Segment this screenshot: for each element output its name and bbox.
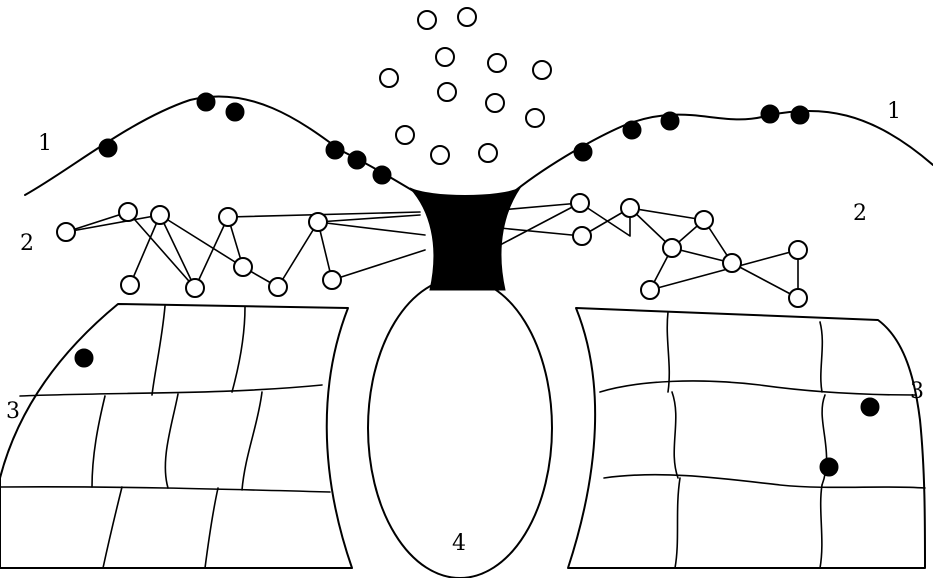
right-block-col-line — [667, 312, 669, 392]
filled-dot — [226, 103, 244, 121]
open-circle — [418, 11, 436, 29]
network-node — [309, 213, 327, 231]
label-1-left: 1 — [38, 131, 52, 156]
right-block-row-line — [600, 381, 915, 395]
open-circle — [396, 126, 414, 144]
label-3-right: 3 — [910, 379, 924, 404]
network-node — [119, 203, 137, 221]
filled-dot — [791, 106, 809, 124]
left-boundary-curve — [25, 96, 420, 195]
network-node — [573, 227, 591, 245]
network-node — [695, 211, 713, 229]
label-4: 4 — [452, 531, 466, 556]
network-node — [186, 279, 204, 297]
network-node — [789, 241, 807, 259]
open-circle — [431, 146, 449, 164]
left-block-col-line — [92, 396, 105, 487]
network-line — [500, 228, 582, 236]
network-node — [663, 239, 681, 257]
right-boundary-curve — [510, 111, 933, 195]
filled-dot — [623, 121, 641, 139]
open-circle — [526, 109, 544, 127]
left-block-col-line — [242, 392, 262, 490]
network-node — [269, 278, 287, 296]
right-tissue-block — [568, 308, 925, 568]
network-node — [57, 223, 75, 241]
network-node — [219, 208, 237, 226]
central-stalk — [410, 188, 520, 290]
network-node — [323, 271, 341, 289]
open-circle — [486, 94, 504, 112]
layer1-filled-dots — [99, 93, 809, 184]
filled-dot — [661, 112, 679, 130]
left-block-row-line — [20, 385, 322, 396]
label-1-right: 1 — [887, 99, 901, 124]
network-line — [318, 222, 425, 235]
open-circle — [438, 83, 456, 101]
label-2-right: 2 — [853, 201, 867, 226]
right-block-col-line — [820, 322, 822, 392]
network-node — [571, 194, 589, 212]
left-block-col-line — [165, 394, 178, 488]
network-line — [500, 203, 672, 290]
network-node — [121, 276, 139, 294]
filled-dot — [574, 143, 592, 161]
filled-dot — [197, 93, 215, 111]
network-line — [318, 215, 420, 222]
network-node — [723, 254, 741, 272]
left-block-col-line — [232, 307, 245, 392]
left-block-col-line — [152, 306, 165, 395]
open-circle — [380, 69, 398, 87]
network-node — [234, 258, 252, 276]
filled-dot — [99, 139, 117, 157]
left-block-row-line — [0, 487, 330, 492]
open-circle — [533, 61, 551, 79]
open-circle — [458, 8, 476, 26]
filled-dot — [373, 166, 391, 184]
network-node — [789, 289, 807, 307]
filled-dot — [761, 105, 779, 123]
open-circle — [436, 48, 454, 66]
label-3-left: 3 — [6, 399, 20, 424]
right-block-col-line — [672, 392, 678, 478]
right-block-col-line — [820, 485, 822, 568]
released-open-circles — [380, 8, 551, 164]
network-line — [332, 250, 425, 280]
right-block-col-line — [675, 478, 680, 568]
left-block-col-line — [103, 487, 122, 568]
network-node — [151, 206, 169, 224]
network-node — [621, 199, 639, 217]
open-circle — [479, 144, 497, 162]
filled-dot — [348, 151, 366, 169]
network-node — [641, 281, 659, 299]
left-tissue-block — [0, 304, 352, 568]
left-block-col-line — [205, 488, 218, 568]
right-block-filled-dot — [861, 398, 879, 416]
left-block-filled-dot — [75, 349, 93, 367]
right-block-row-line — [604, 475, 925, 488]
open-circle — [488, 54, 506, 72]
left-block-outline — [0, 304, 352, 568]
label-2-left: 2 — [20, 231, 34, 256]
filled-dot — [326, 141, 344, 159]
right-block-outline — [568, 308, 925, 568]
right-block-filled-dot — [820, 458, 838, 476]
